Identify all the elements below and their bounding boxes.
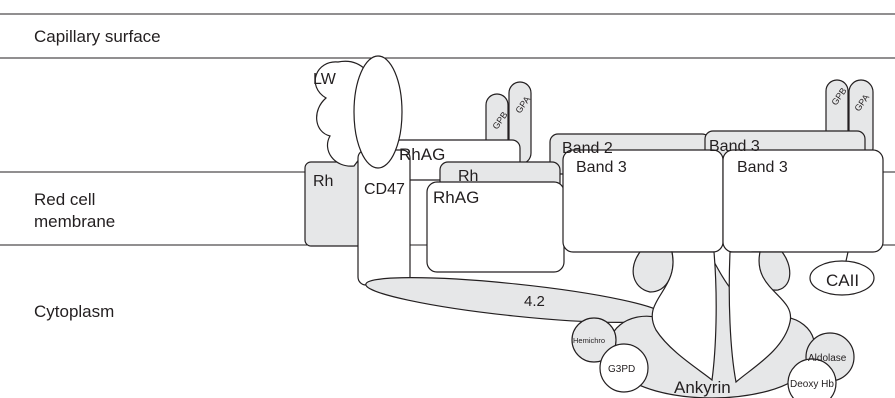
band3-front-right-label: Band 3 xyxy=(737,159,788,176)
ankyrin-label: Ankyrin xyxy=(674,378,731,397)
lw-label: LW xyxy=(313,71,337,88)
caii-connector xyxy=(846,252,848,261)
rhag-front-label: RhAG xyxy=(433,188,479,207)
band3-front-left-label: Band 3 xyxy=(576,159,627,176)
aldolase-label: Aldolase xyxy=(808,353,847,364)
cd47-label: CD47 xyxy=(364,181,405,198)
rhag-back-label: RhAG xyxy=(399,145,445,164)
protein-4-2 xyxy=(364,268,666,331)
rh-front-label: Rh xyxy=(313,173,333,190)
cd47-oval xyxy=(354,56,402,168)
band3-back-right-label: Band 3 xyxy=(709,138,760,155)
hemichro-label: Hemichro xyxy=(573,336,605,345)
deoxy-hb-label: Deoxy Hb xyxy=(790,379,834,390)
caii-label: CAII xyxy=(826,271,859,290)
cd47-column xyxy=(358,150,410,285)
protein-4-2-label: 4.2 xyxy=(524,293,545,310)
rh-back-label: Rh xyxy=(458,168,478,185)
g3pd-label: G3PD xyxy=(608,364,635,375)
band2-back-label: Band 2 xyxy=(562,140,613,157)
